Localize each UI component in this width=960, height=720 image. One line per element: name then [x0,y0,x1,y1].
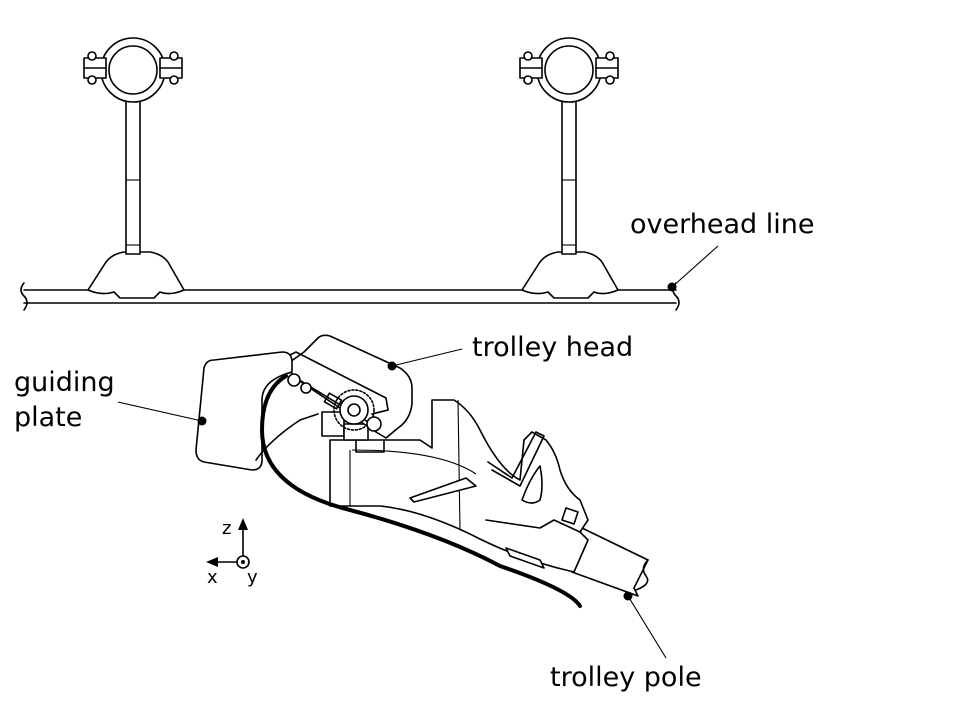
y-axis-dot-icon [241,560,245,564]
coordinate-axes: z x y [206,518,258,588]
trolley-body [321,399,589,573]
trolley-pole-label: trolley pole [550,662,702,693]
overhead-line-label: overhead line [630,209,814,240]
trolley-pole-marker [623,591,633,601]
y-axis-label: y [247,567,258,588]
z-axis-label: z [222,518,231,539]
trolley-head [287,334,413,439]
x-axis-label: x [207,567,218,588]
trolley-pole [571,527,649,597]
cable [255,374,582,608]
overhead-line-marker [667,282,677,292]
trolley-head-marker [387,361,397,371]
guiding-plate-marker [197,416,207,426]
leader-lines [117,245,719,659]
x-axis-arrow-icon [206,557,218,567]
guiding-plate-label-line2: plate [14,402,82,433]
guiding-plate-label-line1: guiding [14,367,115,398]
trolley-head-label: trolley head [472,332,633,363]
hanger-left [83,37,185,299]
z-axis-arrow-icon [238,518,248,530]
guiding-plate [195,351,293,471]
hanger-right [519,37,619,299]
